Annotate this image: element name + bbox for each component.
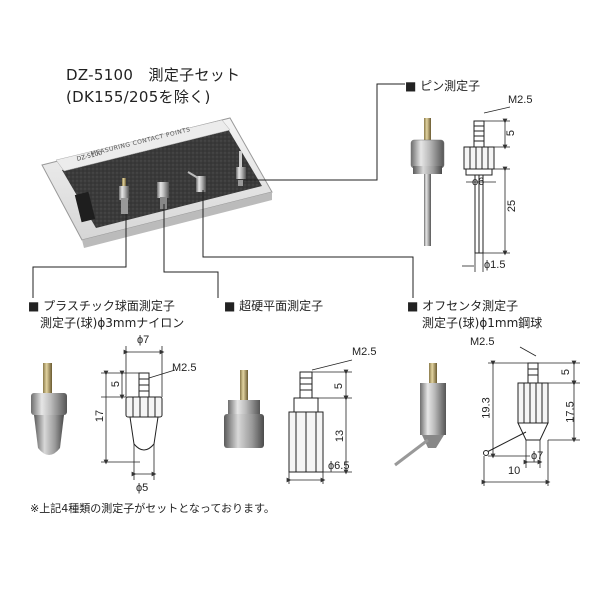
nylon-contact-spec: 測定子(球)ϕ3mmナイロン xyxy=(40,316,185,330)
pin-thread-dim: M2.5 xyxy=(508,94,533,106)
case-piece-1 xyxy=(119,178,129,214)
pin-contact-photo xyxy=(410,118,445,246)
offset-width: 10 xyxy=(508,465,521,477)
carbide-length-a: 5 xyxy=(333,382,346,390)
case-piece-4 xyxy=(236,151,246,186)
pin-dimension-lines xyxy=(462,106,511,272)
pin-contact-drawing xyxy=(463,120,495,254)
case-piece-3 xyxy=(187,171,206,192)
nylon-contact-label: ■ プラスチック球面測定子 xyxy=(28,299,175,313)
offset-contact-label: ■ オフセンタ測定子 xyxy=(407,299,519,313)
offset-contact-photo xyxy=(394,363,446,467)
leader-lines xyxy=(32,83,414,298)
page-subtitle: (DK155/205を除く) xyxy=(66,88,211,106)
nylon-contact-photo xyxy=(31,363,67,455)
carbide-thread-dim: M2.5 xyxy=(352,346,377,358)
offset-dimension-lines xyxy=(481,346,580,486)
nylon-length-a: 5 xyxy=(110,380,123,388)
nylon-bottom-diameter: ϕ5 xyxy=(136,482,149,494)
offset-contact-spec: 測定子(球)ϕ1mm鋼球 xyxy=(422,316,543,330)
carbide-length-b: 13 xyxy=(334,429,347,443)
footnote: ※上記4種類の測定子がセットとなっております。 xyxy=(30,502,275,515)
offset-diameter: ϕ7 xyxy=(531,450,544,462)
carbide-contact-label: ■ 超硬平面測定子 xyxy=(224,299,324,313)
pin-diameter: ϕ6 xyxy=(472,176,485,188)
offset-length-b: 19.3 xyxy=(480,397,493,419)
pin-length-b: 25 xyxy=(506,199,519,213)
page-title: DZ-5100 測定子セット xyxy=(66,66,241,84)
nylon-top-diameter: ϕ7 xyxy=(137,334,150,346)
pin-length-a: 5 xyxy=(505,129,518,137)
carbide-dimension-lines xyxy=(286,359,353,484)
carbide-diameter: ϕ6.5 xyxy=(328,460,350,472)
case-photo xyxy=(41,117,273,248)
case-piece-2 xyxy=(157,182,169,209)
offset-length-a: 5 xyxy=(560,368,573,376)
nylon-dimension-lines xyxy=(101,346,176,480)
nylon-length-b: 17 xyxy=(94,409,107,423)
carbide-contact-drawing xyxy=(288,371,324,473)
nylon-thread-dim: M2.5 xyxy=(172,362,197,374)
pin-contact-label: ■ ピン測定子 xyxy=(405,79,481,93)
offset-thread-dim: M2.5 xyxy=(470,336,495,348)
pin-tip-diameter: ϕ1.5 xyxy=(484,259,506,271)
nylon-contact-drawing xyxy=(125,372,163,451)
offset-length-c: 17.5 xyxy=(564,401,577,423)
carbide-contact-photo xyxy=(224,370,264,448)
